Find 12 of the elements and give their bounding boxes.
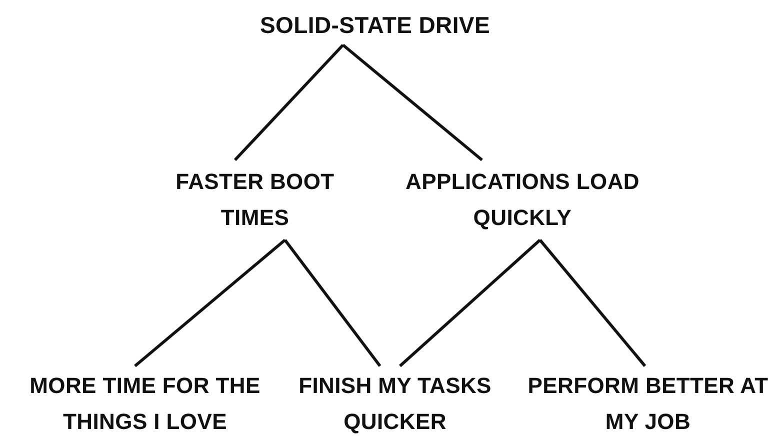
node-label: FASTER BOOT TIMES <box>174 168 336 232</box>
connector-line <box>342 44 483 162</box>
node-label: FINISH MY TASKS QUICKER <box>298 372 492 436</box>
connector-line <box>538 239 646 367</box>
root-heading: SOLID-STATE DRIVE <box>260 11 490 40</box>
connector-line <box>284 239 382 367</box>
connector-line <box>234 44 344 162</box>
connector-line <box>399 238 541 368</box>
node-label: MORE TIME FOR THE THINGS I LOVE <box>28 372 262 436</box>
node-label: PERFORM BETTER AT MY JOB <box>526 372 770 436</box>
node-label: APPLICATIONS LOAD QUICKLY <box>404 168 640 232</box>
connector-line <box>134 238 286 368</box>
